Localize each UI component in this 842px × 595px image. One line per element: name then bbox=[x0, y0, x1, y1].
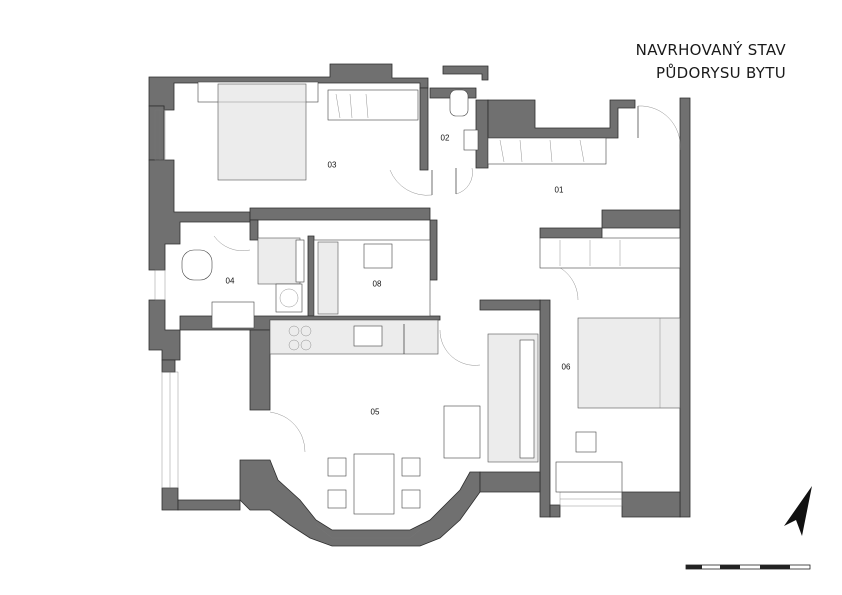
windows bbox=[154, 109, 623, 539]
room-label-04: 04 bbox=[225, 276, 235, 286]
room-label-08: 08 bbox=[372, 279, 382, 289]
furniture bbox=[181, 81, 681, 515]
room-label-06: 06 bbox=[561, 362, 571, 372]
room-label-05: 05 bbox=[370, 407, 380, 417]
room-label-02: 02 bbox=[440, 133, 450, 143]
north-arrow-icon bbox=[784, 486, 812, 536]
room-label-01: 01 bbox=[554, 185, 564, 195]
scale-bar-icon bbox=[685, 564, 811, 570]
room-label-03: 03 bbox=[327, 160, 337, 170]
plan-title-line2: PŮDORYSU BYTU bbox=[656, 64, 786, 82]
plan-title-line1: NAVRHOVANÝ STAV bbox=[635, 41, 786, 59]
